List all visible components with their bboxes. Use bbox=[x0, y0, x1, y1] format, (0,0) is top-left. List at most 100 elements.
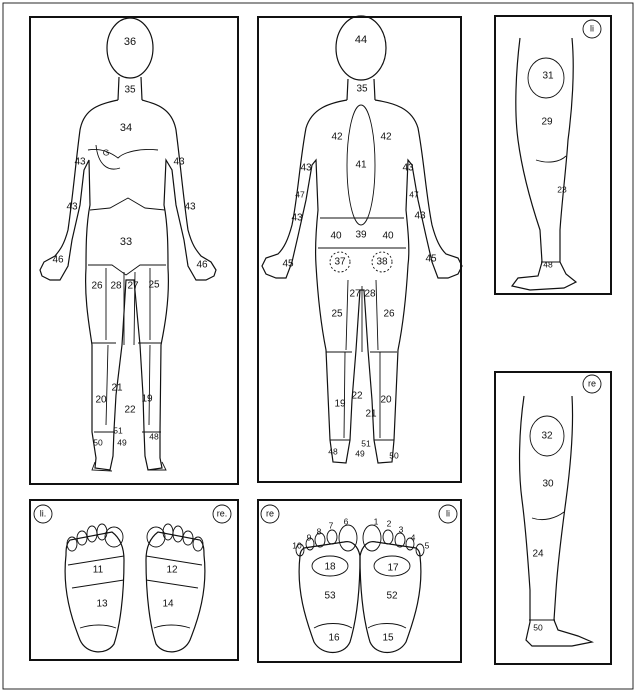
feet-top-label-midfoot-r: 14 bbox=[162, 599, 174, 610]
back-label-head: 44 bbox=[355, 34, 367, 46]
sole-label-heel-l: 16 bbox=[328, 633, 340, 644]
front-label-ankle-l: 50 bbox=[93, 437, 103, 447]
front-label-thigh-inner-l: 28 bbox=[110, 281, 122, 292]
back-label-elbow-r: 47 bbox=[409, 189, 419, 199]
feet-top-left-toe-1 bbox=[105, 527, 123, 547]
soles-panel: re li 10 9 8 7 6 18 53 16 1 2 3 4 5 17 bbox=[258, 500, 461, 662]
front-label-ankle-mid: 49 bbox=[117, 437, 127, 447]
front-label-neck: 35 bbox=[124, 85, 136, 96]
sole-left-toe-6 bbox=[339, 525, 357, 551]
sole-right-heel-line bbox=[368, 624, 406, 629]
sole-left-toe-label-8: 8 bbox=[317, 526, 322, 536]
back-label-forearm-l: 43 bbox=[291, 213, 303, 224]
right-leg-side-label: re bbox=[588, 378, 596, 388]
front-label-chest: 34 bbox=[120, 122, 132, 134]
sole-label-arch-l: 53 bbox=[324, 591, 336, 602]
feet-top-right-toe-1 bbox=[147, 527, 165, 547]
sole-left-toe-7 bbox=[327, 530, 337, 544]
back-label-arm-l: 43 bbox=[300, 163, 312, 174]
right-leg-knee-line bbox=[532, 512, 564, 520]
feet-top-left-toe-2 bbox=[97, 524, 107, 540]
sole-right-toe-label-5: 5 bbox=[425, 540, 430, 550]
feet-top-right-toe-3 bbox=[173, 526, 183, 542]
soles-label-left: re bbox=[266, 508, 274, 518]
sole-label-arch-r: 52 bbox=[386, 591, 398, 602]
back-view-panel: 44 35 42 42 41 43 43 47 47 43 43 40 39 4… bbox=[258, 16, 462, 482]
front-label-thigh-outer-r: 25 bbox=[148, 280, 160, 291]
sole-left-toe-label-7: 7 bbox=[329, 520, 334, 530]
left-leg-label-thigh: 29 bbox=[541, 117, 553, 128]
soles-label-right: li bbox=[446, 508, 450, 518]
front-label-breast: G bbox=[103, 147, 110, 157]
sole-left-toe-label-6: 6 bbox=[344, 516, 349, 526]
sole-left-toe-label-9: 9 bbox=[307, 532, 312, 542]
feet-top-label-midfoot-l: 13 bbox=[96, 599, 108, 610]
sole-label-ball-r: 17 bbox=[387, 563, 399, 574]
front-label-upper-arm-l: 43 bbox=[74, 157, 86, 168]
back-label-thigh-outer-r: 26 bbox=[383, 309, 395, 320]
left-leg-side-label: li bbox=[590, 23, 594, 33]
front-label-shin-l: 20 bbox=[95, 395, 107, 406]
front-label-thigh-outer-l: 26 bbox=[91, 281, 103, 292]
back-label-thigh-outer-l: 25 bbox=[331, 309, 343, 320]
back-label-calf-inner-r: 21 bbox=[365, 409, 377, 420]
feet-top-left-toe-3 bbox=[87, 526, 97, 542]
back-label-hand-r: 45 bbox=[425, 254, 437, 265]
sole-left-heel-line bbox=[314, 624, 352, 629]
back-label-sacrum: 39 bbox=[355, 230, 367, 241]
left-leg-label-hip: 31 bbox=[542, 71, 554, 82]
feet-top-label-forefoot-l: 11 bbox=[93, 565, 104, 576]
front-label-upper-arm-r: 43 bbox=[173, 157, 185, 168]
sole-right-toe-2 bbox=[383, 530, 393, 544]
back-label-thigh-inner-l: 27 bbox=[349, 289, 361, 300]
front-view-panel: 36 35 34 G 43 43 43 43 33 46 46 26 28 27… bbox=[30, 17, 238, 484]
front-label-shin-r: 19 bbox=[141, 394, 153, 405]
right-leg-label-calf: 24 bbox=[532, 549, 544, 560]
sole-label-ball-l: 18 bbox=[324, 562, 336, 573]
front-head bbox=[107, 18, 153, 78]
back-label-ankle-mid: 49 bbox=[355, 448, 365, 458]
back-label-arm-r: 43 bbox=[402, 163, 414, 174]
front-hip-line bbox=[88, 265, 166, 275]
left-leg-label-ankle: 48 bbox=[543, 259, 553, 269]
front-label-forearm-r: 43 bbox=[184, 202, 196, 213]
back-label-ankle-r: 50 bbox=[389, 450, 399, 460]
sole-right-toe-label-1: 1 bbox=[374, 516, 379, 526]
right-leg-label-ankle: 50 bbox=[533, 622, 543, 632]
front-label-head: 36 bbox=[124, 36, 136, 48]
front-label-calf-inner-r: 22 bbox=[124, 405, 136, 416]
front-label-calf-inner-l: 21 bbox=[111, 383, 123, 394]
back-body-outline bbox=[262, 100, 462, 463]
back-label-hand-l: 45 bbox=[282, 259, 294, 270]
sole-right-toe-label-4: 4 bbox=[411, 532, 416, 542]
back-label-forearm-r: 43 bbox=[414, 211, 426, 222]
back-label-buttock-l: 37 bbox=[334, 257, 346, 268]
sole-right-toe-1 bbox=[363, 525, 381, 551]
back-head bbox=[336, 16, 386, 80]
back-label-spine: 41 bbox=[355, 160, 367, 171]
right-leg-label-hip: 32 bbox=[541, 431, 553, 442]
back-label-calf-inner-l: 22 bbox=[351, 391, 363, 402]
sole-label-heel-r: 15 bbox=[382, 633, 394, 644]
back-label-calf-outer-r: 20 bbox=[380, 395, 392, 406]
sole-right-toe-label-2: 2 bbox=[387, 518, 392, 528]
left-leg-label-calf: 23 bbox=[557, 184, 567, 194]
left-leg-knee-line bbox=[536, 156, 566, 162]
feet-top-panel: li. re. 11 13 12 14 bbox=[30, 500, 238, 660]
back-label-buttock-r: 38 bbox=[376, 257, 388, 268]
sole-left-toe-label-10: 10 bbox=[292, 540, 302, 550]
front-label-abdomen: 33 bbox=[120, 236, 132, 248]
feet-top-label-left: li. bbox=[40, 508, 47, 518]
back-label-lumbar-l: 40 bbox=[330, 231, 342, 242]
right-leg-label-thigh: 30 bbox=[542, 479, 554, 490]
back-label-ankle-l: 48 bbox=[328, 446, 338, 456]
front-label-thigh-inner-r: 27 bbox=[127, 281, 139, 292]
front-label-ankle-r: 48 bbox=[149, 431, 159, 441]
back-label-neck: 35 bbox=[356, 84, 368, 95]
feet-top-right-toe-2 bbox=[163, 524, 173, 540]
back-label-thigh-inner-r: 28 bbox=[364, 289, 376, 300]
front-label-ankle-inner: 51 bbox=[113, 425, 123, 435]
back-label-lumbar-r: 40 bbox=[382, 231, 394, 242]
